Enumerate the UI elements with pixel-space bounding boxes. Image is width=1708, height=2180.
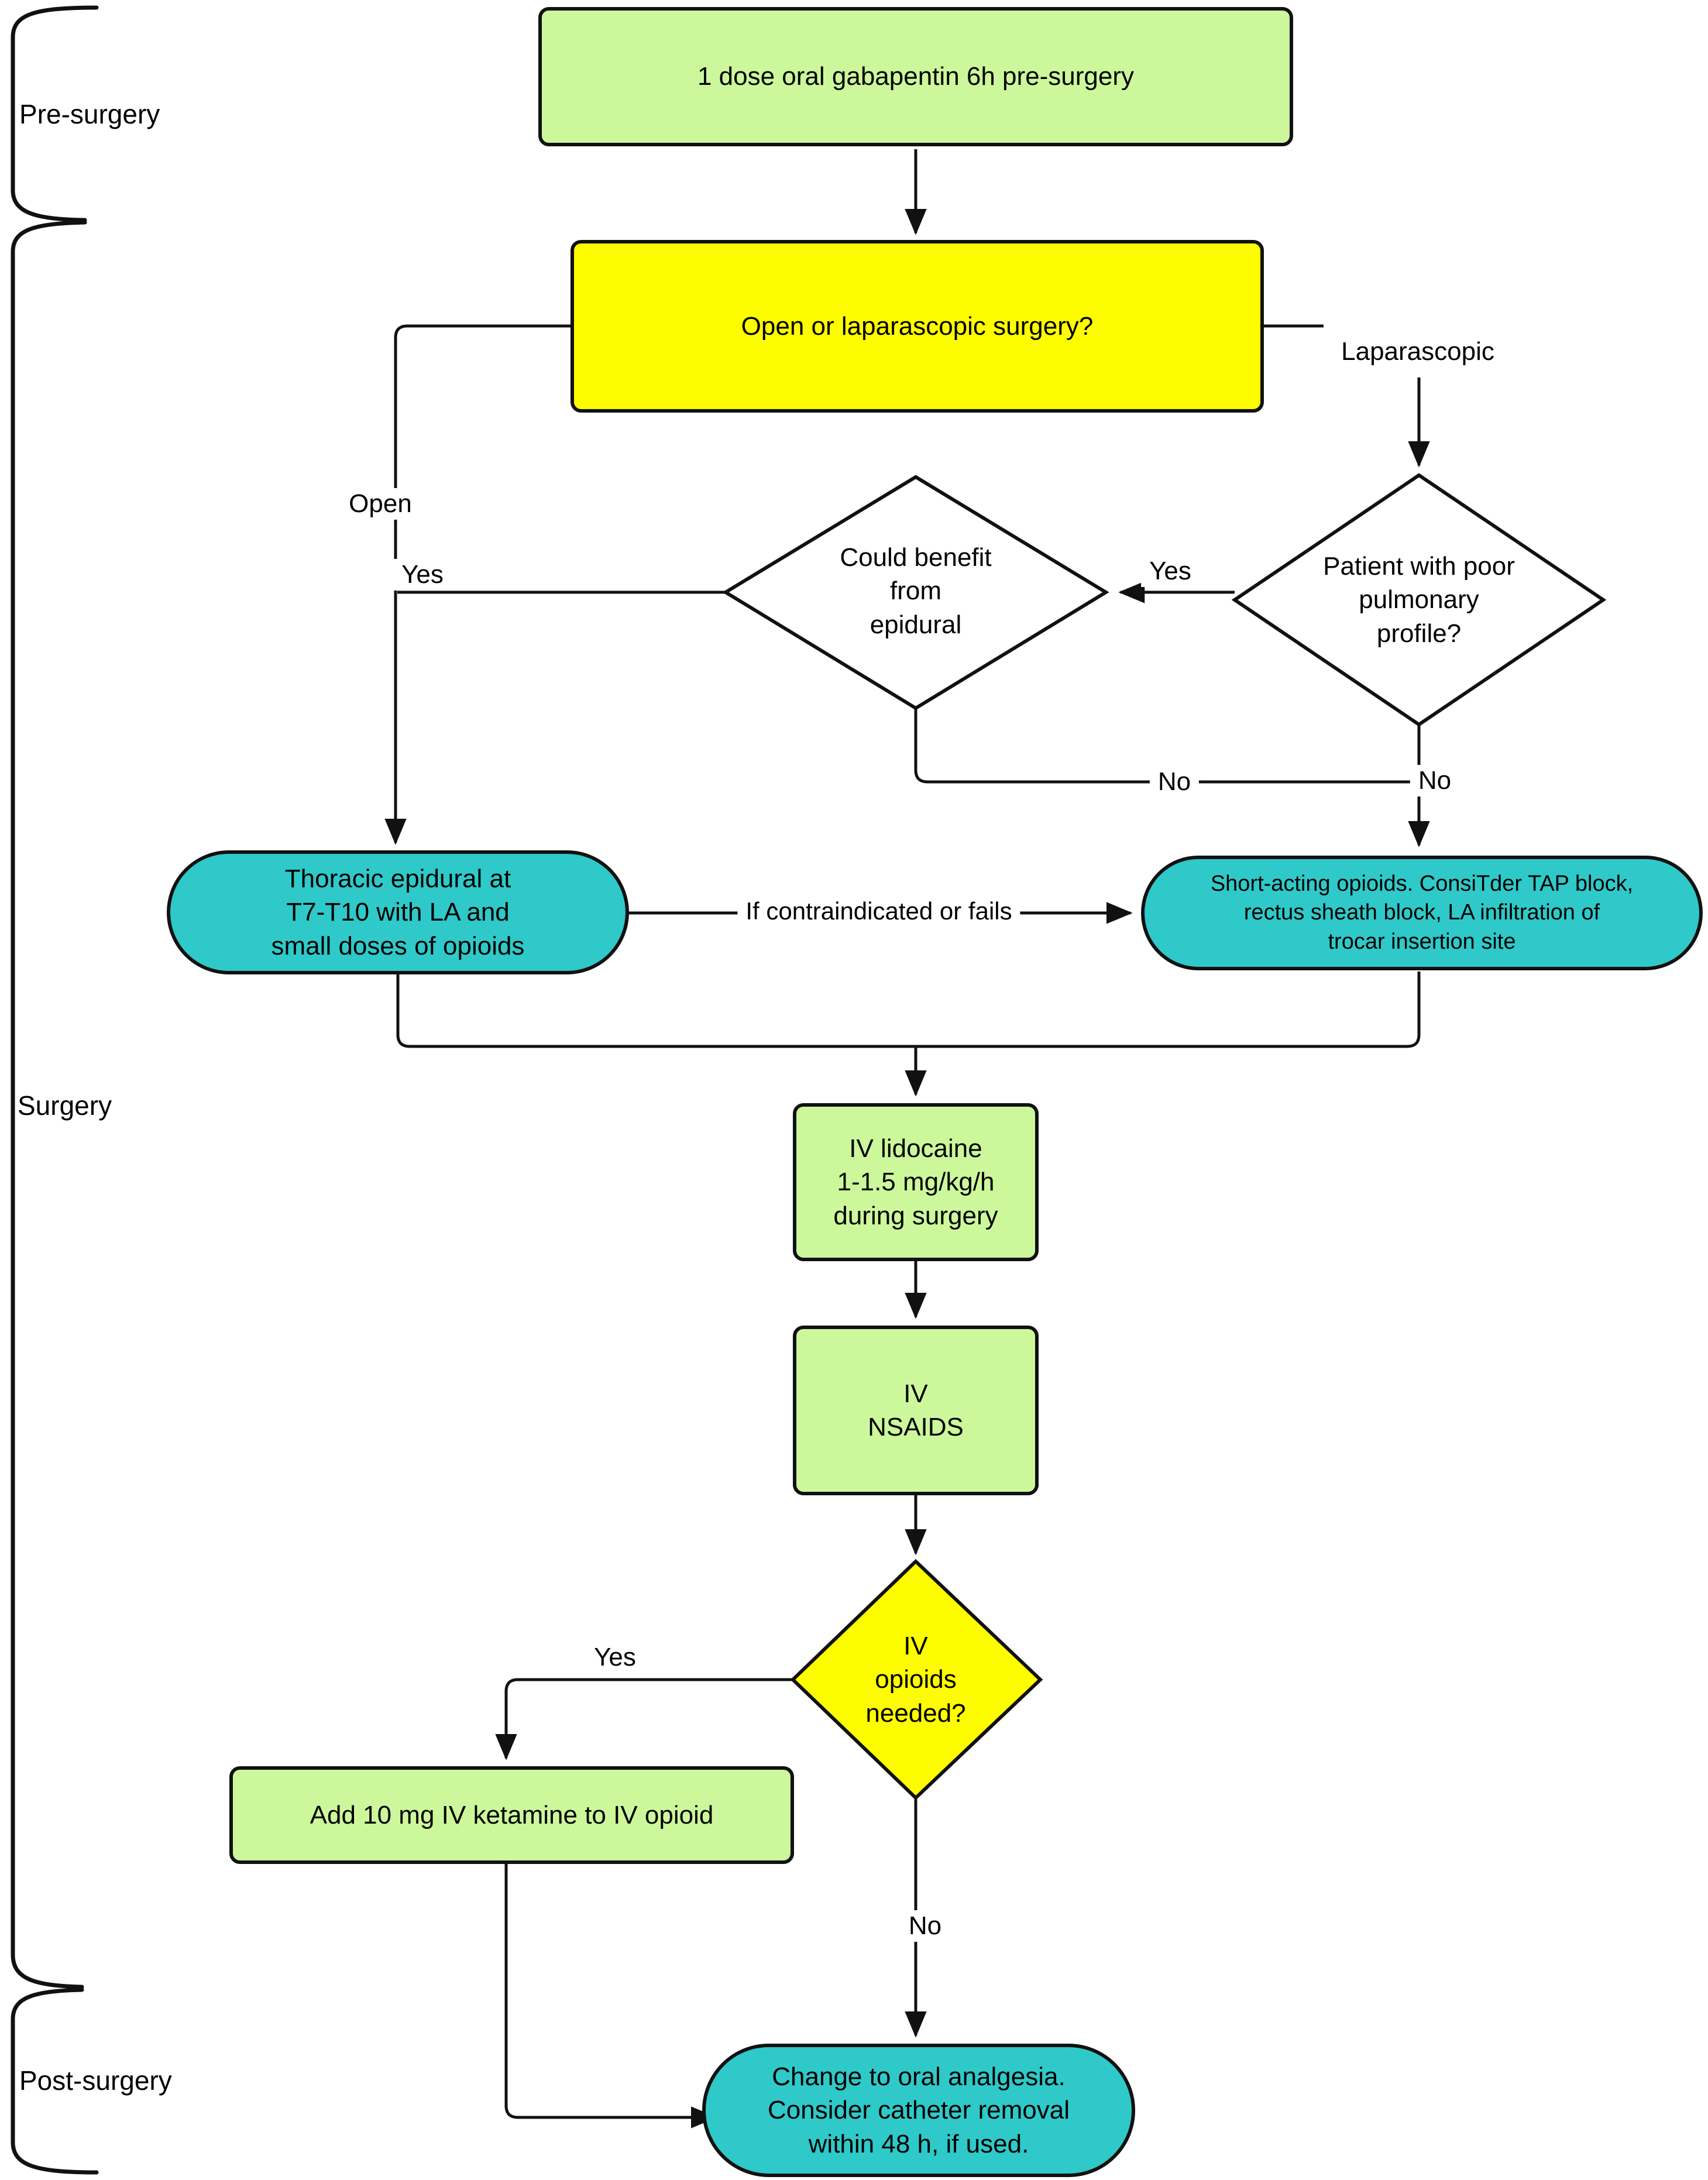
node-iv-lidocaine: IV lidocaine 1-1.5 mg/kg/h during surger…: [793, 1103, 1039, 1261]
node-ketamine: Add 10 mg IV ketamine to IV opioid: [229, 1766, 794, 1864]
node-thoracic-epidural: Thoracic epidural at T7-T10 with LA and …: [167, 850, 629, 974]
edge-label-yes-pulmonary: Yes: [1141, 555, 1200, 587]
label-epidural-benefit: Could benefit from epidural: [840, 543, 992, 639]
diamond-opioids-needed: [790, 1558, 1043, 1801]
edge-label-no-opioids: No: [900, 1910, 950, 1942]
bracket-surgery: [11, 220, 87, 1989]
bracket-post-surgery: [11, 1987, 99, 2175]
node-short-acting-opioids: Short-acting opioids. ConsiTder TAP bloc…: [1141, 856, 1703, 970]
bracket-pre-surgery: [11, 5, 99, 222]
edge-label-laparascopic: Laparascopic: [1333, 336, 1503, 368]
edge-label-no-epidural: No: [1149, 766, 1200, 798]
node-surgery-type: Open or laparascopic surgery?: [571, 240, 1264, 413]
diamond-pulmonary: [1231, 473, 1607, 727]
edge-open-branch: [384, 324, 571, 845]
label-opioids-needed: IV opioids needed?: [865, 1632, 966, 1728]
label-pulmonary: Patient with poor pulmonary profile?: [1323, 552, 1515, 648]
diamond-epidural-benefit: [722, 475, 1109, 710]
node-iv-nsaids: IV NSAIDS: [793, 1326, 1039, 1495]
edge-label-yes-epidural: Yes: [393, 559, 452, 591]
phase-label-pre-surgery: Pre-surgery: [19, 99, 160, 129]
edge-label-open: Open: [341, 488, 420, 520]
edge-ketamine-to-oral: [504, 1864, 717, 2128]
edge-epidural-benefit-no: [914, 708, 1418, 784]
edge-label-no-pulmonary: No: [1410, 765, 1460, 797]
edge-opioids-yes-to-ketamine: [495, 1678, 793, 1760]
edge-merge-to-lidocaine-rail: [396, 971, 1421, 1048]
phase-label-surgery: Surgery: [18, 1090, 112, 1121]
phase-label-post-surgery: Post-surgery: [19, 2065, 172, 2096]
edge-label-yes-opioids: Yes: [586, 1642, 644, 1673]
node-gabapentin: 1 dose oral gabapentin 6h pre-surgery: [538, 7, 1293, 146]
edge-label-contraindicated: If contraindicated or fails: [737, 896, 1020, 926]
node-oral-analgesia: Change to oral analgesia. Consider cathe…: [702, 2044, 1135, 2177]
